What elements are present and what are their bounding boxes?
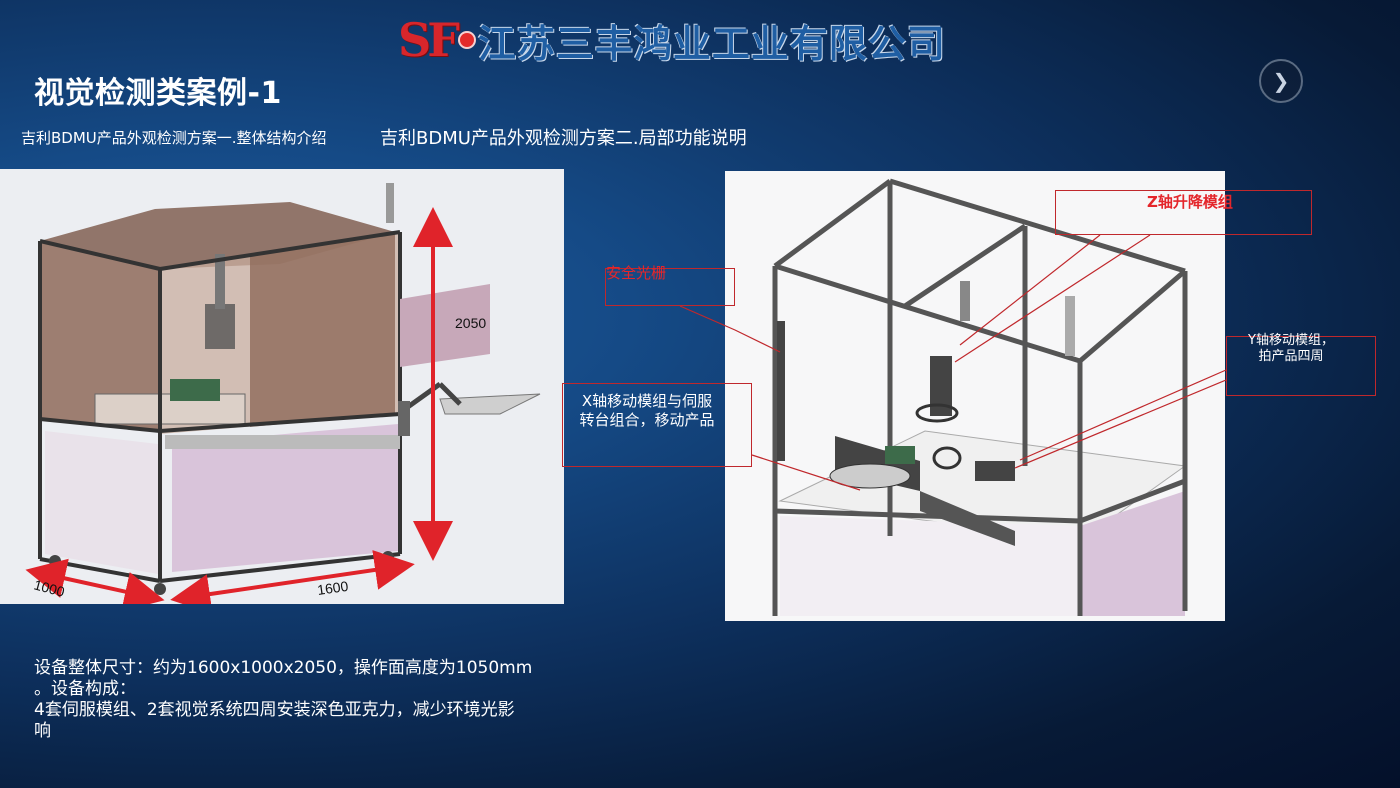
callout-box-x-axis — [562, 383, 752, 467]
detail-function-image — [725, 171, 1225, 621]
width-dimension-label: 1600 — [316, 578, 349, 598]
machine-detail-drawing — [772, 178, 1188, 616]
depth-dimension-label: 1000 — [32, 576, 66, 600]
subtitle-left: 吉利BDMU产品外观检测方案一.整体结构介绍 — [21, 129, 327, 147]
callout-safety-label: 安全光栅 — [606, 264, 667, 282]
description-line-2: 。设备构成： — [34, 679, 136, 699]
callout-box-safety — [605, 268, 735, 306]
callout-box-y-axis — [1226, 336, 1376, 396]
callout-box-z-axis — [1055, 190, 1312, 235]
callout-y-axis-label: Y轴移动模组， 拍产品四周 — [1226, 333, 1356, 365]
callout-x-axis-line1: X轴移动模组与伺服 — [581, 392, 713, 410]
callout-y-axis-line2: 拍产品四周 — [1258, 349, 1324, 364]
company-logo: SF 江苏三丰鸿业工业有限公司 — [398, 10, 946, 70]
subtitle-right: 吉利BDMU产品外观检测方案二.局部功能说明 — [380, 128, 747, 149]
callout-z-axis-label: Z轴升降模组 — [1147, 193, 1233, 211]
callout-x-axis-label: X轴移动模组与伺服 转台组合，移动产品 — [566, 392, 728, 430]
machine-overview-drawing: 2050 1000 1600 — [25, 183, 541, 604]
page-title: 视觉检测类案例-1 — [34, 76, 282, 111]
callout-y-axis-line1: Y轴移动模组， — [1248, 333, 1334, 348]
chevron-right-icon: ❯ — [1272, 69, 1290, 93]
logo-sun-icon — [459, 33, 474, 47]
height-dimension-label: 2050 — [455, 315, 486, 331]
logo-mark: SF — [398, 13, 460, 67]
description-line-1: 设备整体尺寸：约为1600x1000x2050，操作面高度为1050mm — [34, 658, 533, 678]
company-name: 江苏三丰鸿业工业有限公司 — [477, 20, 946, 66]
next-slide-button[interactable]: ❯ — [1259, 59, 1303, 103]
description-line-3: 4套伺服模组、2套视觉系统四周安装深色亚克力，减少环境光影 — [34, 700, 515, 720]
description-line-4: 响 — [34, 721, 51, 741]
overall-structure-image: 2050 1000 1600 — [0, 169, 564, 604]
description-block: 设备整体尺寸：约为1600x1000x2050，操作面高度为1050mm 。设备… — [34, 658, 564, 742]
callout-x-axis-line2: 转台组合，移动产品 — [579, 411, 715, 429]
